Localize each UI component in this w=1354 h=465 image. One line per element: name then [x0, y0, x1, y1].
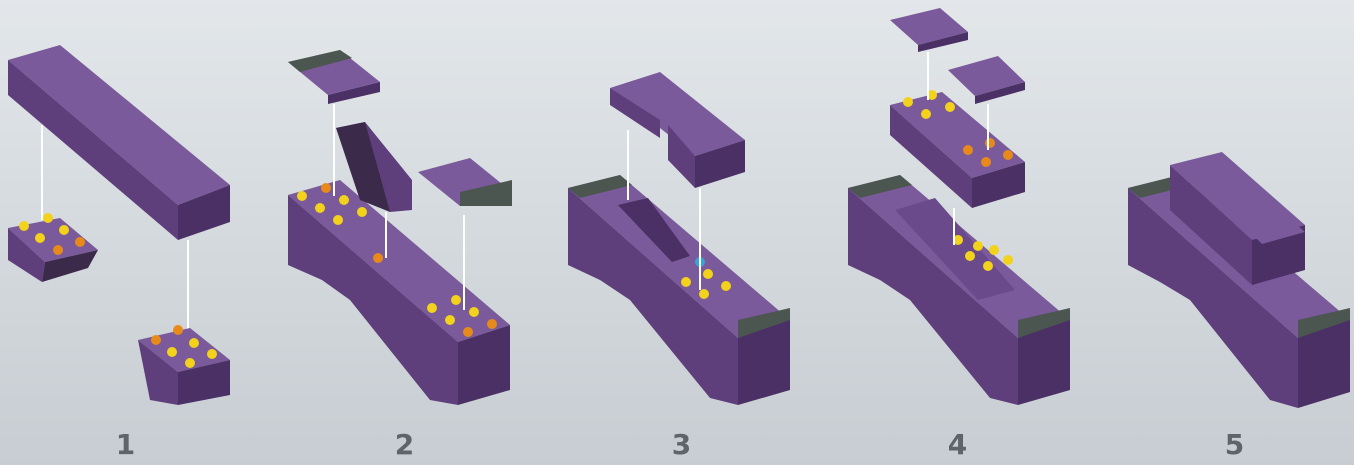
- tile-side: [918, 32, 968, 52]
- stud: [921, 109, 931, 119]
- slope-piece-face: [336, 122, 390, 212]
- stud: [1003, 150, 1013, 160]
- long-brick-side: [178, 185, 230, 240]
- stud: [53, 245, 63, 255]
- long-brick-top: [8, 45, 230, 205]
- stud: [703, 269, 713, 279]
- stud: [699, 289, 709, 299]
- base-brick-front: [848, 188, 1018, 405]
- stud: [173, 325, 183, 335]
- stud: [19, 221, 29, 231]
- step-1-assembly: [8, 45, 230, 405]
- upper-block-front: [1170, 165, 1252, 285]
- step-number-5: 5: [1224, 428, 1246, 461]
- base-brick-side: [1018, 320, 1070, 405]
- tile-grille: [848, 175, 912, 198]
- step-number-4: 4: [947, 428, 969, 461]
- stud: [973, 241, 983, 251]
- upper-brick-top: [610, 72, 745, 156]
- step-3-assembly: [568, 72, 790, 405]
- stud: [297, 191, 307, 201]
- slope-brick-top: [8, 218, 98, 262]
- step-4-assembly: [848, 8, 1070, 405]
- stud: [43, 213, 53, 223]
- stud: [945, 102, 955, 112]
- stud: [373, 253, 383, 263]
- stud: [321, 183, 331, 193]
- upper-brick-front: [668, 125, 695, 188]
- step-number-1: 1: [115, 428, 137, 461]
- stud: [903, 97, 913, 107]
- stud: [927, 90, 937, 100]
- stud: [963, 145, 973, 155]
- stud: [445, 315, 455, 325]
- base-brick-front: [568, 188, 738, 405]
- stud: [59, 225, 69, 235]
- stud: [721, 281, 731, 291]
- tile-top: [1228, 200, 1305, 244]
- stud: [189, 338, 199, 348]
- slope-brick-side: [178, 360, 230, 405]
- stud: [427, 303, 437, 313]
- step-2-assembly: [288, 50, 512, 405]
- stud: [207, 349, 217, 359]
- stud: [35, 233, 45, 243]
- tile-top: [948, 56, 1025, 96]
- step-number-3: 3: [671, 428, 693, 461]
- upper-brick-side: [972, 162, 1025, 208]
- stud: [965, 251, 975, 261]
- base-brick-side: [738, 320, 790, 405]
- slope-brick-top: [138, 328, 230, 372]
- tile-grille: [288, 50, 352, 72]
- stud: [681, 277, 691, 287]
- stud: [1003, 255, 1013, 265]
- stud: [185, 358, 195, 368]
- stud: [167, 347, 177, 357]
- stud: [75, 237, 85, 247]
- stud: [339, 195, 349, 205]
- stud: [333, 215, 343, 225]
- step-number-2: 2: [394, 428, 416, 461]
- step-5-assembly: [1128, 152, 1350, 408]
- stud: [981, 157, 991, 167]
- stud: [469, 307, 479, 317]
- tile-side: [328, 82, 380, 104]
- tile-grille: [460, 180, 512, 206]
- tile-side: [975, 82, 1025, 104]
- slope-brick-side: [42, 250, 98, 282]
- stud: [953, 235, 963, 245]
- base-brick-side: [1298, 320, 1350, 408]
- tile-top: [890, 8, 968, 45]
- stud: [357, 207, 367, 217]
- slope-brick-front: [138, 340, 178, 405]
- tile-grille: [568, 175, 632, 198]
- stud: [451, 295, 461, 305]
- base-brick-front: [1128, 188, 1298, 408]
- slope-brick-front: [8, 228, 45, 282]
- slope-piece: [618, 198, 690, 262]
- stud: [315, 203, 325, 213]
- stud: [989, 245, 999, 255]
- stud: [463, 327, 473, 337]
- long-brick-front: [8, 60, 178, 240]
- stud: [983, 261, 993, 271]
- mid-brick: [895, 198, 1015, 300]
- stud: [985, 138, 995, 148]
- stud: [151, 335, 161, 345]
- base-brick-side: [458, 325, 510, 405]
- upper-brick-front: [610, 88, 660, 138]
- upper-brick-front: [890, 105, 972, 208]
- base-brick-front: [288, 195, 458, 405]
- stud: [487, 319, 497, 329]
- upper-brick-side: [695, 140, 745, 188]
